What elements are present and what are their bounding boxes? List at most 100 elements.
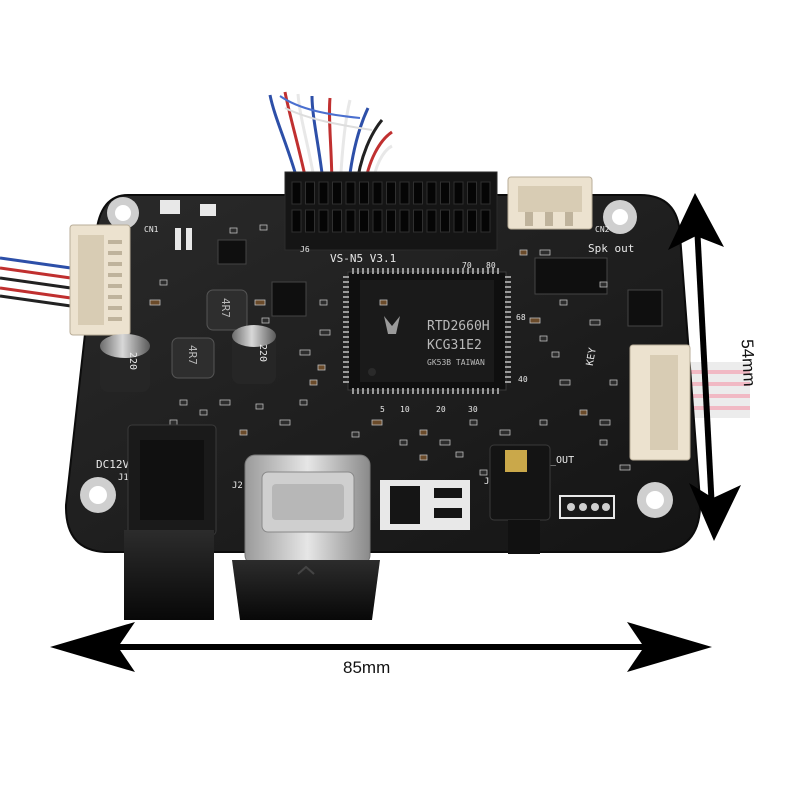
chip-lead	[387, 388, 389, 394]
chip-lead	[482, 268, 484, 274]
chip-lead	[387, 268, 389, 274]
smd-part	[419, 429, 428, 436]
chip-lead	[397, 268, 399, 274]
chip-lead	[467, 388, 469, 394]
chip-lead	[505, 381, 511, 383]
chip-lead	[477, 268, 479, 274]
pin-number: 80	[486, 261, 496, 270]
width-dimension-label: 85mm	[343, 658, 390, 677]
smd-part	[539, 335, 548, 342]
secondary-ics	[217, 239, 663, 327]
chip-lead	[442, 268, 444, 274]
pin-number: 5	[380, 405, 385, 414]
header-pin	[386, 181, 396, 205]
chip-lead	[343, 376, 349, 378]
chip-lead	[372, 388, 374, 394]
chip-lead	[343, 301, 349, 303]
chip-lead	[505, 361, 511, 363]
chip-lead	[505, 321, 511, 323]
chip-lead	[437, 388, 439, 394]
smd-pads-top-left	[160, 200, 216, 250]
connector-pin	[108, 240, 122, 244]
chip-lead	[505, 371, 511, 373]
header-pin	[345, 209, 356, 233]
smd-part	[551, 351, 560, 358]
chip-label-line2: KCG31E2	[427, 338, 482, 353]
key-connector	[629, 344, 691, 461]
smd-part	[299, 399, 308, 406]
smd-part	[279, 419, 291, 426]
chip-lead	[352, 388, 354, 394]
chip-lead	[442, 388, 444, 394]
chip-lead	[472, 268, 474, 274]
chip-lead	[487, 268, 489, 274]
chip-lead	[505, 331, 511, 333]
chip-lead	[497, 268, 499, 274]
chip-lead	[505, 376, 511, 378]
jumper-pins	[559, 495, 615, 519]
smd-part	[239, 429, 248, 436]
chip-lead	[343, 361, 349, 363]
chip-lead	[372, 268, 374, 274]
chip-lead	[407, 388, 409, 394]
chip-lead	[343, 331, 349, 333]
chip-lead	[505, 326, 511, 328]
inductor-1-label: 4R7	[219, 298, 232, 318]
header-pin	[440, 209, 450, 233]
chip-lead	[472, 388, 474, 394]
chip-lead	[397, 388, 399, 394]
speaker-label: Spk out	[588, 242, 634, 255]
smd-part	[299, 349, 311, 356]
smd-components	[149, 224, 631, 476]
mounting-hole-tr	[603, 200, 637, 234]
chip-lead	[505, 346, 511, 348]
chip-lead	[505, 356, 511, 358]
chip-lead	[407, 268, 409, 274]
smd-part	[254, 299, 266, 306]
connector-pin	[108, 284, 122, 288]
chip-lead	[447, 268, 449, 274]
chip-lead	[462, 268, 464, 274]
connector-pin	[108, 273, 122, 277]
capacitor-1-value: 220	[127, 352, 138, 370]
smd-part	[319, 299, 328, 306]
chip-lead	[505, 311, 511, 313]
connector-pin	[108, 251, 122, 255]
chip-lead	[467, 268, 469, 274]
chip-lead	[497, 388, 499, 394]
chip-lead	[343, 366, 349, 368]
height-dimension-label: 54mm	[737, 339, 758, 387]
chip-lead	[343, 321, 349, 323]
smd-part	[261, 317, 270, 324]
smd-part	[539, 419, 548, 426]
header-pin	[291, 209, 302, 233]
power-label: DC12V	[96, 458, 129, 471]
chip-lead	[362, 268, 364, 274]
chip-lead	[505, 316, 511, 318]
header-pin	[359, 181, 369, 205]
header-pin	[332, 209, 342, 233]
chip-lead	[412, 268, 414, 274]
connector-pin	[108, 262, 122, 266]
smd-part	[469, 419, 478, 426]
smd-part	[379, 299, 388, 306]
smd-part	[599, 439, 608, 446]
smd-part	[371, 419, 383, 426]
chip-lead	[505, 301, 511, 303]
pin-number: 40	[518, 375, 528, 384]
smd-part	[179, 399, 188, 406]
smd-part	[319, 329, 331, 336]
pin-number: 30	[468, 405, 478, 414]
smd-part	[589, 319, 601, 326]
chip-lead	[377, 268, 379, 274]
chip-lead	[367, 268, 369, 274]
j2-label: J2	[232, 481, 243, 491]
chip-lead	[392, 388, 394, 394]
capacitor-2: 220	[232, 325, 276, 384]
chip-lead	[422, 388, 424, 394]
smd-part	[479, 469, 488, 476]
mounting-holes	[80, 197, 673, 518]
header-pin	[453, 181, 464, 205]
smd-part	[579, 409, 588, 416]
j6-label: J6	[300, 245, 310, 254]
